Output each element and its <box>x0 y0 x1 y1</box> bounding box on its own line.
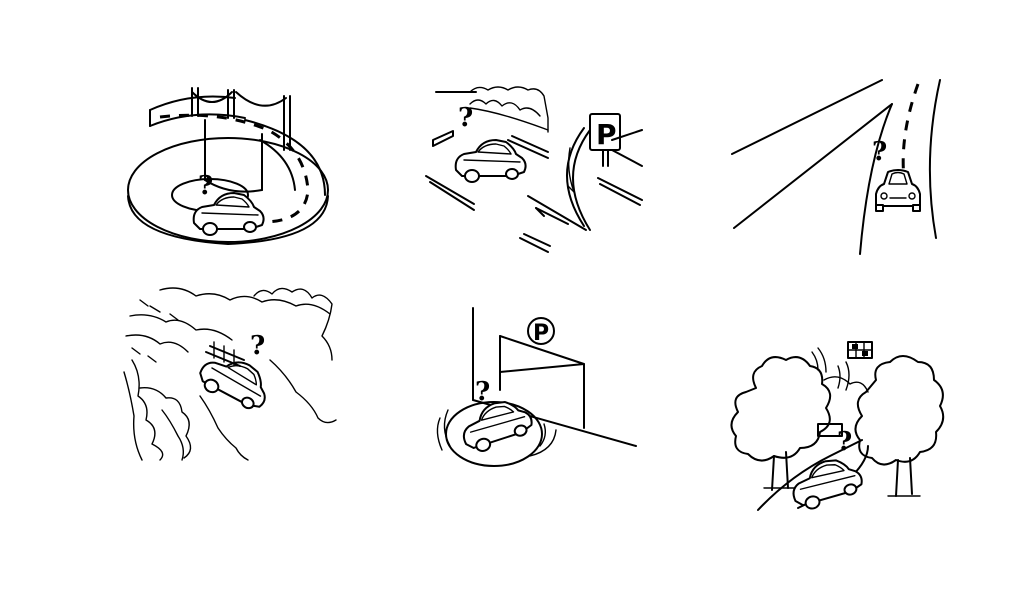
parking-sign-letter: P <box>596 118 617 151</box>
car-icon <box>457 394 536 456</box>
panel-parking-garage-turntable: P ? <box>437 308 636 466</box>
panel-spiral-ramp: ? <box>128 88 328 244</box>
question-mark: ? <box>475 377 490 407</box>
question-mark: ? <box>198 171 213 201</box>
question-mark: ? <box>458 103 473 133</box>
car-icon <box>456 140 526 182</box>
panel-parking-lot-entrance: P ? <box>426 87 642 252</box>
parking-sign-letter: P <box>533 321 549 346</box>
panel-forest-road: ? <box>124 288 336 460</box>
question-mark: ? <box>250 331 265 361</box>
satellite-icon <box>848 342 872 358</box>
car-icon <box>876 170 920 211</box>
panel-diverging-road: ? <box>732 80 940 254</box>
car-icon <box>787 453 866 513</box>
question-mark: ? <box>837 427 852 457</box>
panel-trees-blocking-satellite: ? <box>731 342 943 513</box>
question-mark: ? <box>872 137 887 167</box>
